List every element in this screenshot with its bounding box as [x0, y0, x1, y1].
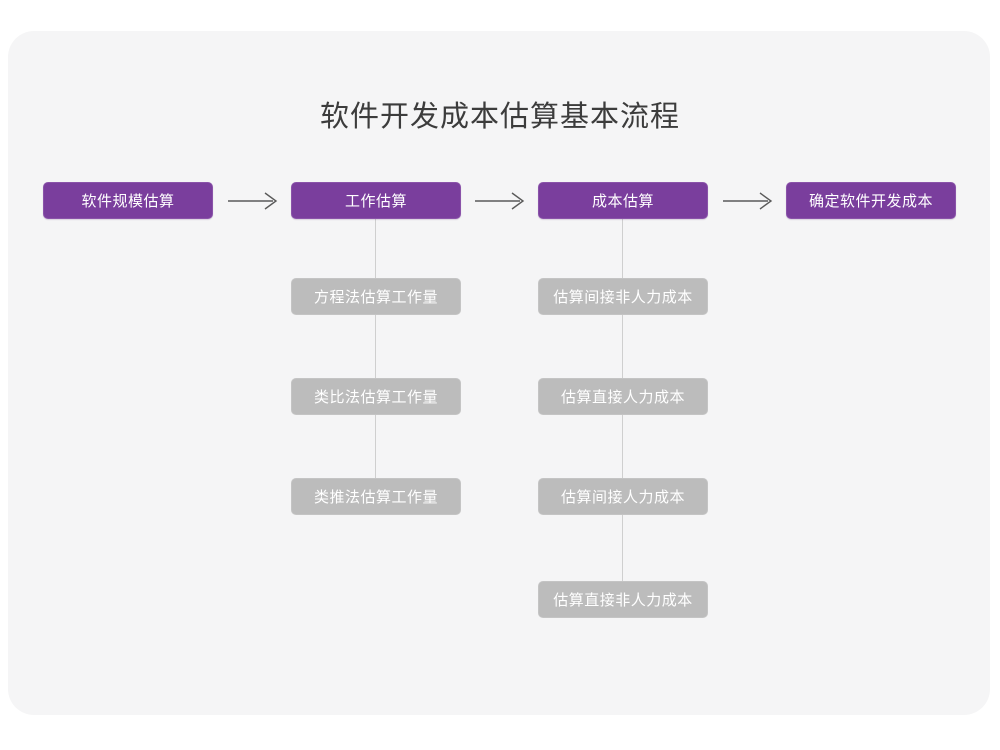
substep-node-stage2-3[interactable]: 类推法估算工作量 — [291, 478, 461, 515]
stage-node-software-scale-estimation[interactable]: 软件规模估算 — [43, 182, 213, 219]
stage-node-effort-estimation[interactable]: 工作估算 — [291, 182, 461, 219]
connector-line-stage-3 — [622, 219, 623, 616]
substep-node-label: 估算直接人力成本 — [560, 389, 685, 406]
substep-node-stage2-2[interactable]: 类比法估算工作量 — [291, 378, 461, 415]
diagram-card — [8, 31, 990, 715]
substep-node-stage3-1[interactable]: 估算间接非人力成本 — [538, 278, 708, 315]
stage-node-label: 确定软件开发成本 — [808, 193, 933, 210]
substep-node-label: 类比法估算工作量 — [313, 389, 438, 406]
substep-node-stage3-4[interactable]: 估算直接非人力成本 — [538, 581, 708, 618]
arrow-right-icon-1 — [228, 190, 280, 212]
stage-node-cost-estimation[interactable]: 成本估算 — [538, 182, 708, 219]
stage-node-label: 工作估算 — [344, 193, 407, 210]
substep-node-stage2-1[interactable]: 方程法估算工作量 — [291, 278, 461, 315]
substep-node-label: 类推法估算工作量 — [313, 489, 438, 506]
stage-node-label: 软件规模估算 — [81, 193, 175, 210]
substep-node-label: 估算直接非人力成本 — [553, 592, 693, 609]
stage-node-label: 成本估算 — [591, 193, 654, 210]
arrow-right-icon-3 — [723, 190, 775, 212]
substep-node-label: 方程法估算工作量 — [313, 289, 438, 306]
page-title: 软件开发成本估算基本流程 — [319, 101, 680, 133]
substep-node-stage3-2[interactable]: 估算直接人力成本 — [538, 378, 708, 415]
connector-line-stage-2 — [375, 219, 376, 513]
stage-node-determine-development-cost[interactable]: 确定软件开发成本 — [786, 182, 956, 219]
arrow-right-icon-2 — [475, 190, 527, 212]
substep-node-stage3-3[interactable]: 估算间接人力成本 — [538, 478, 708, 515]
substep-node-label: 估算间接非人力成本 — [553, 289, 693, 306]
substep-node-label: 估算间接人力成本 — [560, 489, 685, 506]
